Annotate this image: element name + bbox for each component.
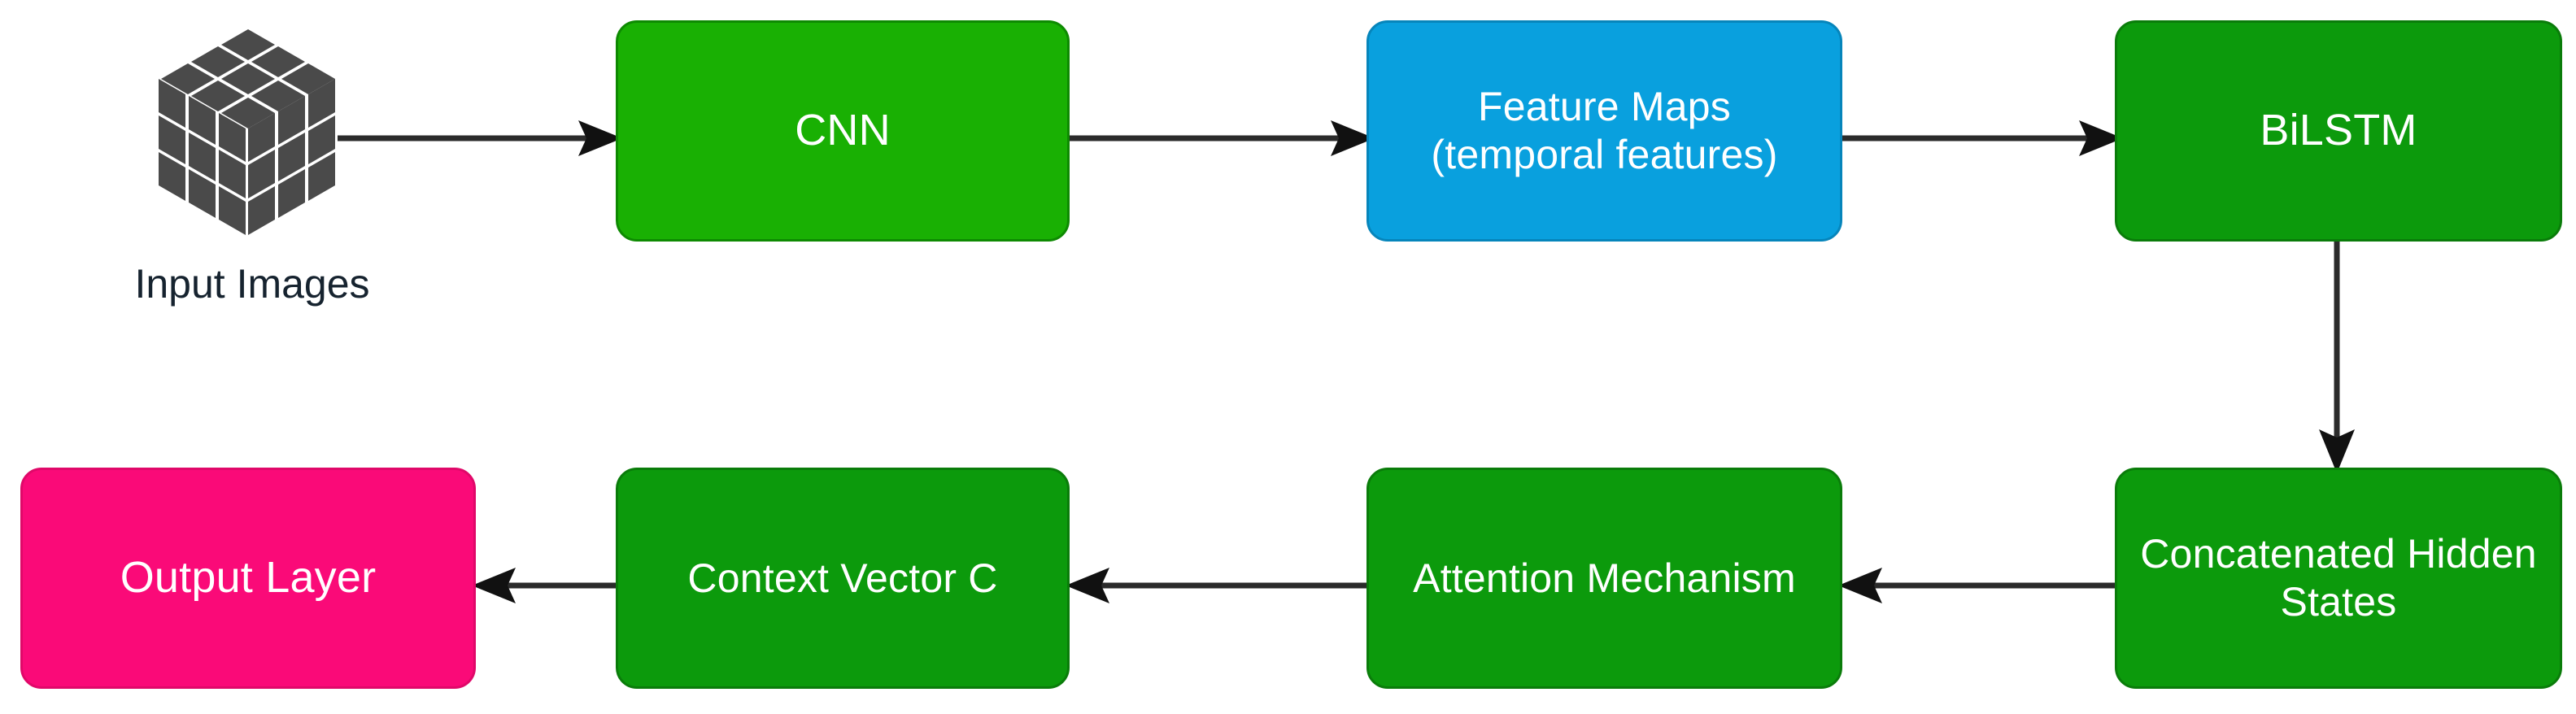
edge-context-vector-to-output-layer — [472, 568, 622, 603]
edge-input-images-to-cnn — [338, 120, 622, 156]
input-images-label: Input Images — [134, 261, 370, 307]
node-bilstm-label: BiLSTM — [2260, 106, 2417, 155]
node-cnn-label: CNN — [795, 106, 891, 155]
node-cnn[interactable]: CNN — [616, 20, 1070, 242]
node-attention-mechanism[interactable]: Attention Mechanism — [1366, 468, 1842, 689]
node-concat-line2: States — [2280, 579, 2397, 625]
node-output-layer[interactable]: Output Layer — [20, 468, 476, 689]
edge-attention-mechanism-to-context-vector — [1066, 568, 1375, 603]
node-feature-maps-line1: Feature Maps — [1478, 84, 1731, 129]
node-concat-line1: Concatenated Hidden — [2140, 531, 2537, 577]
node-bilstm[interactable]: BiLSTM — [2115, 20, 2562, 242]
node-input-images[interactable]: Input Images — [49, 16, 455, 325]
edge-feature-maps-to-bilstm — [1838, 120, 2123, 156]
cube-icon — [159, 29, 335, 235]
node-context-vector-label: Context Vector C — [687, 555, 998, 601]
node-concatenated-hidden-states-label: Concatenated Hidden States — [2140, 530, 2537, 626]
node-feature-maps[interactable]: Feature Maps (temporal features) — [1366, 20, 1842, 242]
node-context-vector[interactable]: Context Vector C — [616, 468, 1070, 689]
node-feature-maps-label: Feature Maps (temporal features) — [1431, 83, 1777, 179]
node-output-layer-label: Output Layer — [120, 553, 377, 603]
edge-bilstm-to-concatenated-hidden-states — [2319, 237, 2355, 473]
node-feature-maps-line2: (temporal features) — [1431, 132, 1778, 177]
edge-concatenated-hidden-states-to-attention-mechanism — [1838, 568, 2123, 603]
node-concatenated-hidden-states[interactable]: Concatenated Hidden States — [2115, 468, 2562, 689]
node-attention-mechanism-label: Attention Mechanism — [1413, 555, 1796, 601]
edge-cnn-to-feature-maps — [1066, 120, 1375, 156]
